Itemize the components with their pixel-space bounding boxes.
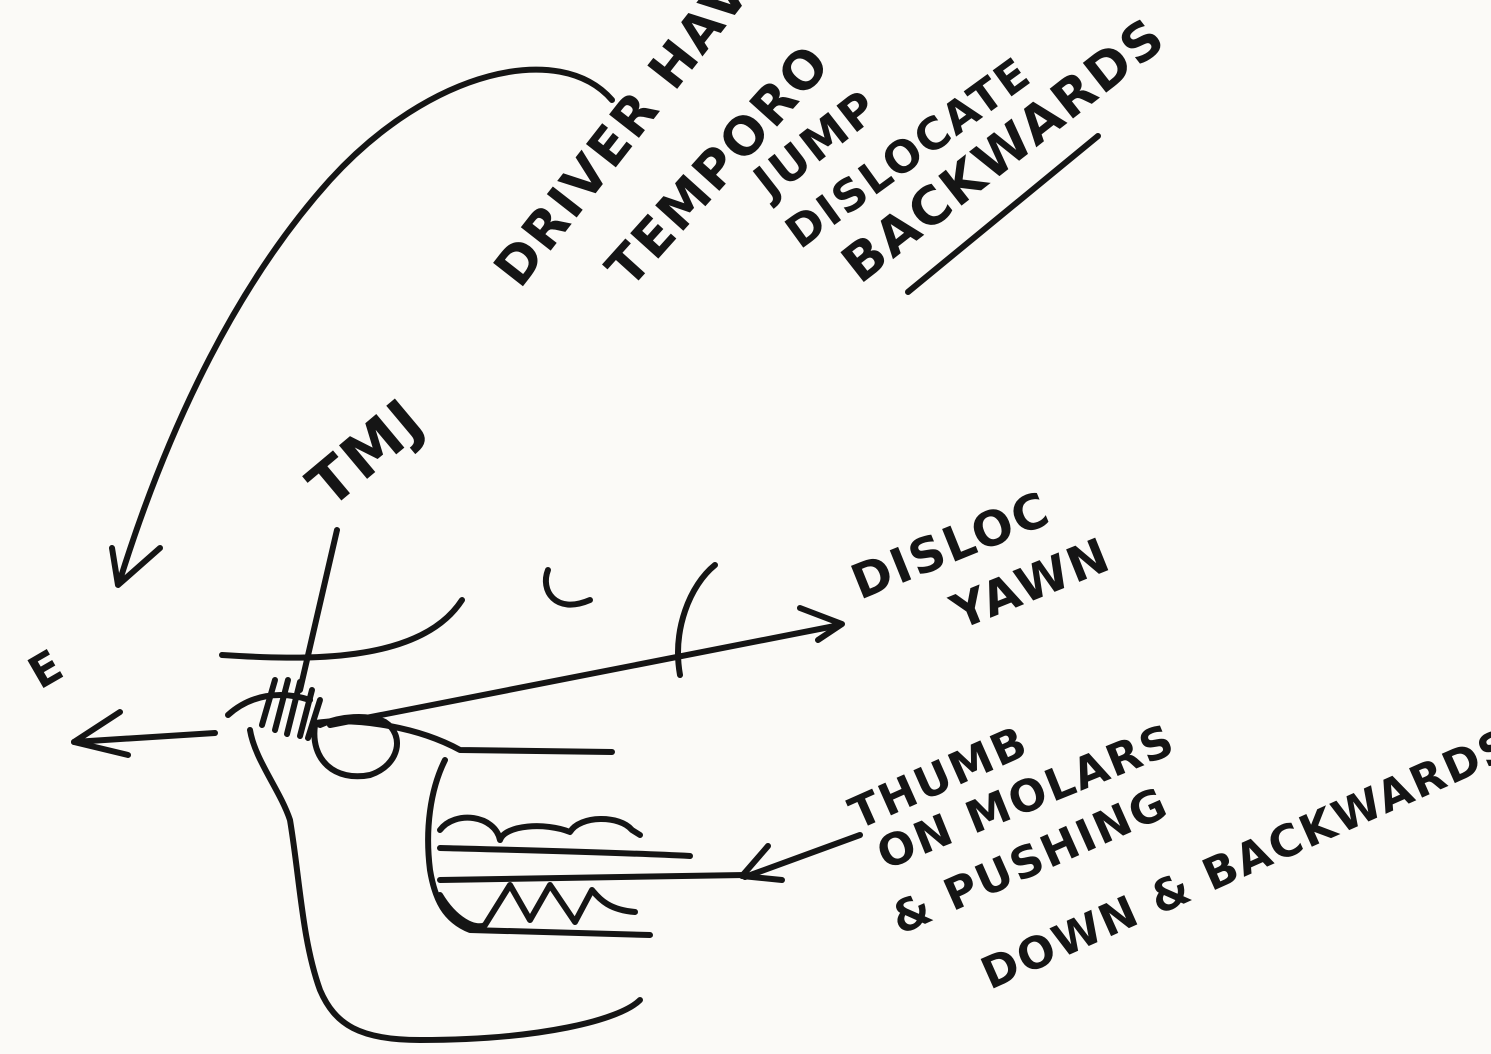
occlusal-line-1 xyxy=(440,848,690,856)
right-annotation: DISLOC YAWN xyxy=(844,481,1119,642)
joint-hatch xyxy=(262,680,320,738)
top-annotation: DRIVER HAVE TEMPORO JUMP DISLOCATE BACKW… xyxy=(483,0,1177,299)
tmj-label: TMJ xyxy=(295,385,439,522)
curved-arrow-head xyxy=(112,548,160,585)
bottom-annotation: THUMB ON MOLARS & PUSHING DOWN & BACKWAR… xyxy=(842,714,1491,1000)
upper-teeth xyxy=(440,818,640,840)
disloc-arrow-head xyxy=(800,608,842,640)
left-arrow-line xyxy=(74,733,215,742)
tmj-pointer xyxy=(300,530,337,690)
mandible-outline xyxy=(250,730,640,1040)
zygomatic-curve xyxy=(222,600,462,658)
occlusal-line-2 xyxy=(440,875,745,880)
joint-line xyxy=(315,721,612,752)
small-arc xyxy=(546,570,590,605)
lower-teeth xyxy=(440,885,635,926)
left-arrow-head xyxy=(74,712,128,755)
curved-arrow xyxy=(120,70,612,580)
left-label: E xyxy=(20,639,73,699)
